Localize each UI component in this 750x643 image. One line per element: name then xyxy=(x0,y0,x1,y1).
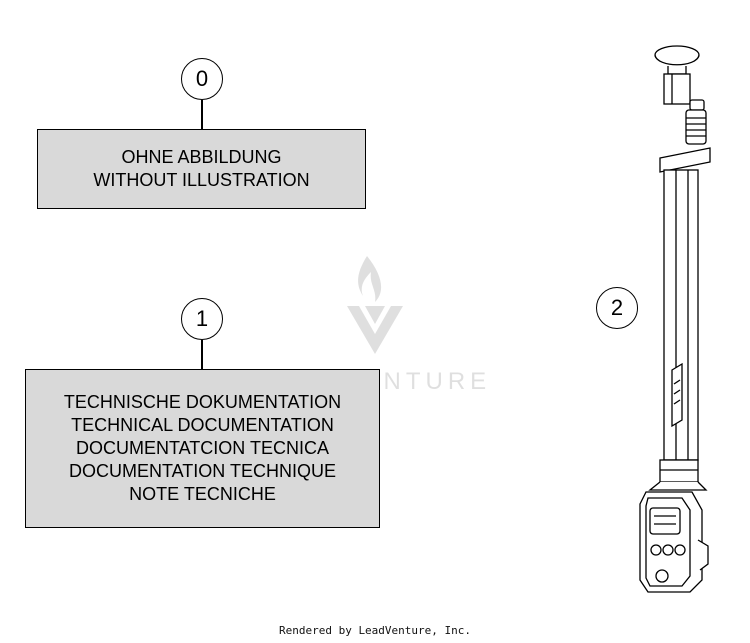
callout-0-leader xyxy=(201,100,203,130)
box0-line2: WITHOUT ILLUSTRATION xyxy=(93,170,310,190)
callout-1-leader xyxy=(201,340,203,370)
leadventure-logo-icon xyxy=(347,256,403,354)
callout-0-label: 0 xyxy=(195,66,209,91)
box1-line4: DOCUMENTATION TECHNIQUE xyxy=(68,461,336,481)
box1-line1: TECHNISCHE DOKUMENTATION xyxy=(63,392,342,412)
callout-1-label: 1 xyxy=(195,306,209,331)
box0-line1: OHNE ABBILDUNG xyxy=(121,147,282,167)
callout-1: 1 xyxy=(181,298,223,340)
suspension-pump-illustration xyxy=(639,45,711,593)
box-without-illustration: OHNE ABBILDUNG WITHOUT ILLUSTRATION xyxy=(37,129,366,209)
box1-line5: NOTE TECNICHE xyxy=(129,484,276,504)
footer-credit: Rendered by LeadVenture, Inc. xyxy=(278,624,472,637)
callout-0: 0 xyxy=(181,58,223,100)
callout-2-label: 2 xyxy=(610,295,624,320)
box1-line2: TECHNICAL DOCUMENTATION xyxy=(71,415,334,435)
callout-2: 2 xyxy=(596,287,638,329)
box-technical-documentation: TECHNISCHE DOKUMENTATION TECHNICAL DOCUM… xyxy=(25,369,380,528)
box1-line3: DOCUMENTATCION TECNICA xyxy=(75,438,329,458)
